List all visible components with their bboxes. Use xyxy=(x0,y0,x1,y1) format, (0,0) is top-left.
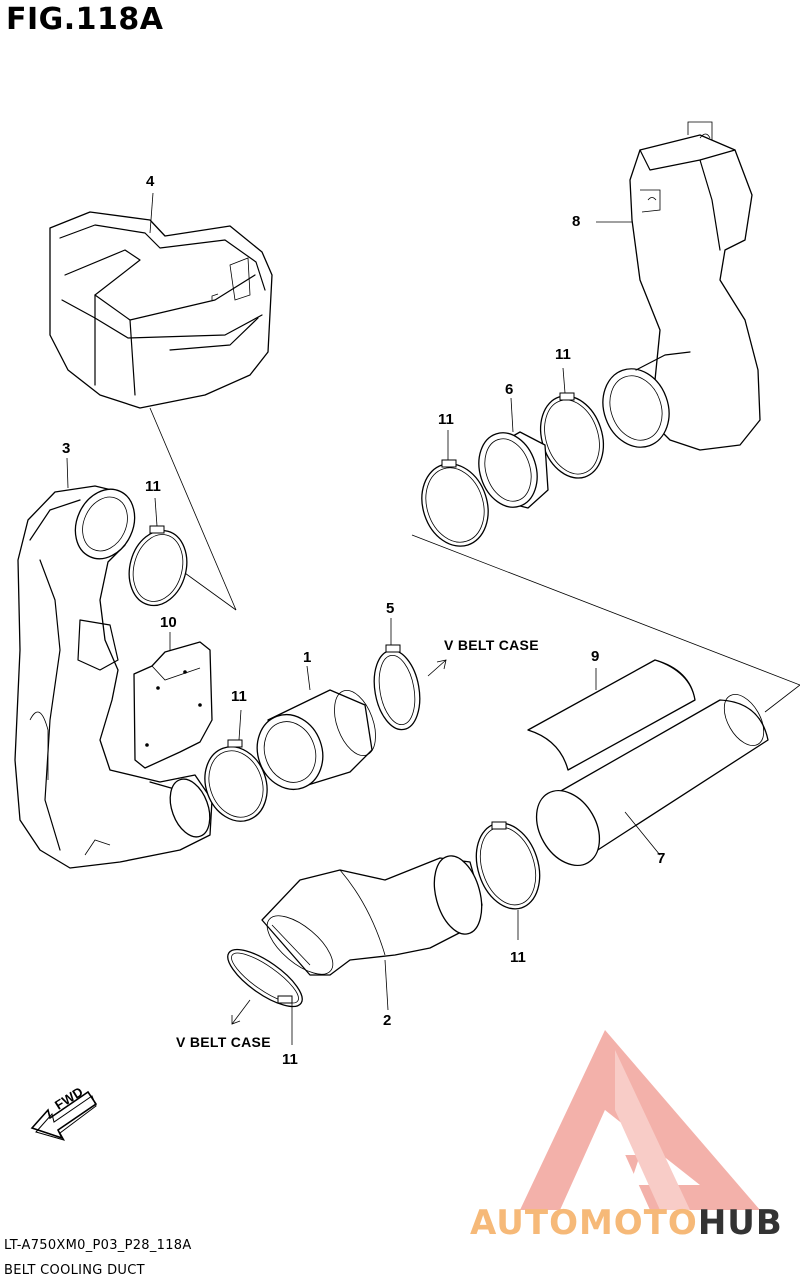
watermark-text: AUTOMOTOHUB xyxy=(470,1203,783,1243)
callout-11: 11 xyxy=(231,688,247,705)
part-2-elbow-hose xyxy=(261,855,483,1011)
note-vbelt-case-lower: V BELT CASE xyxy=(176,1034,271,1050)
callout-2: 2 xyxy=(383,1012,392,1029)
note-vbelt-case-upper: V BELT CASE xyxy=(444,637,539,653)
part-8-outlet-duct xyxy=(596,121,761,451)
callout-8: 8 xyxy=(572,213,581,230)
clamp-11-b xyxy=(204,709,268,822)
part-5-band xyxy=(373,618,421,731)
callout-11: 11 xyxy=(438,411,454,428)
figure-title: FIG.118A xyxy=(6,2,164,37)
part-10-seal-plate xyxy=(133,632,213,769)
callout-10: 10 xyxy=(160,614,177,631)
vbelt-lower-arrow xyxy=(231,999,251,1025)
callout-11: 11 xyxy=(282,1051,298,1068)
callout-11: 11 xyxy=(145,478,161,495)
diagram-code: LT-A750XM0_P03_P28_118A xyxy=(4,1238,192,1253)
part-6-sleeve xyxy=(478,397,549,509)
watermark-part-2: HUB xyxy=(697,1203,783,1243)
callout-1: 1 xyxy=(303,649,312,666)
callout-11: 11 xyxy=(555,346,571,363)
callout-3: 3 xyxy=(62,440,71,457)
part-1-coupling xyxy=(256,665,376,790)
callout-9: 9 xyxy=(591,648,600,665)
clamp-11-e xyxy=(475,821,541,940)
fwd-arrow-icon xyxy=(30,1090,98,1141)
automotohub-logo xyxy=(520,1030,760,1210)
vbelt-upper-arrow xyxy=(427,659,447,677)
part-3-inlet-duct xyxy=(14,457,213,869)
callout-6: 6 xyxy=(505,381,514,398)
watermark-part-1: AUTOMOTO xyxy=(470,1203,698,1243)
callout-4: 4 xyxy=(146,173,155,190)
part-7-pipe xyxy=(535,694,769,867)
diagram-caption: BELT COOLING DUCT xyxy=(4,1263,145,1278)
part-4-cooling-cover xyxy=(49,192,273,409)
callout-7: 7 xyxy=(657,850,666,867)
clamp-11-d xyxy=(421,430,489,547)
clamp-11-a xyxy=(128,497,188,607)
part-9-cover-sheet xyxy=(527,659,696,771)
clamp-11-f xyxy=(227,948,303,1045)
callout-11: 11 xyxy=(510,949,526,966)
callout-5: 5 xyxy=(386,600,395,617)
